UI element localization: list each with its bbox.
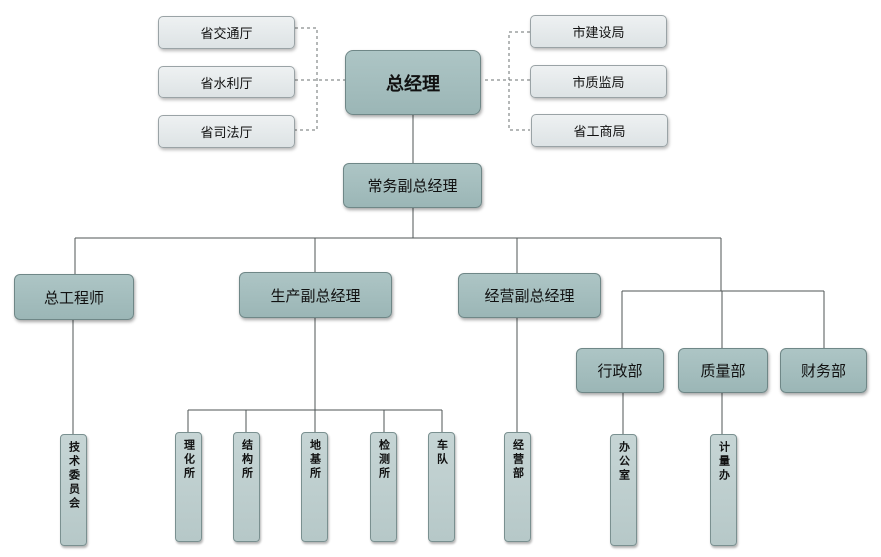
unit-physchem-institute[interactable]: 理化所 [175,432,202,542]
unit-label: 经营部 [511,439,525,481]
unit-label: 理化所 [182,439,196,481]
production-vp-label: 生产副总经理 [270,286,361,305]
unit-label: 车队 [435,439,449,467]
unit-label: 办公室 [617,441,631,483]
unit-foundation-institute[interactable]: 地基所 [301,432,328,542]
line-dept-bus [621,290,825,348]
unit-inspection-institute[interactable]: 检测所 [370,432,397,542]
gov-box-construction[interactable]: 市建设局 [530,15,667,48]
unit-business-dept[interactable]: 经营部 [504,432,531,542]
unit-metering-office[interactable]: 计量办 [710,434,737,546]
dept-label: 行政部 [597,362,643,380]
unit-label: 结构所 [240,439,254,481]
chief-engineer-box[interactable]: 总工程师 [14,274,134,320]
dept-admin-box[interactable]: 行政部 [576,348,664,393]
unit-office[interactable]: 办公室 [610,434,637,546]
executive-vp-label: 常务副总经理 [367,177,458,195]
business-vp-box[interactable]: 经营副总经理 [458,273,601,318]
gov-box-traffic[interactable]: 省交通厅 [158,16,295,49]
general-manager-label: 总经理 [386,73,440,95]
dashed-link-left [295,27,345,131]
unit-label: 技术委员会 [67,441,81,511]
unit-motor-team[interactable]: 车队 [428,432,455,542]
unit-structure-institute[interactable]: 结构所 [233,432,260,542]
gov-box-justice[interactable]: 省司法厅 [158,115,295,148]
gov-box-commerce[interactable]: 省工商局 [531,114,668,147]
dept-label: 财务部 [800,362,846,380]
dept-finance-box[interactable]: 财务部 [780,348,867,393]
gov-label: 市建设局 [572,26,625,41]
gov-label: 省司法厅 [200,126,253,141]
chief-engineer-label: 总工程师 [43,288,104,307]
gov-label: 省工商局 [573,125,626,140]
dept-label: 质量部 [700,362,746,380]
unit-tech-committee[interactable]: 技术委员会 [60,434,87,546]
production-vp-box[interactable]: 生产副总经理 [239,272,392,318]
line-production-to-units [187,318,443,432]
business-vp-label: 经营副总经理 [484,287,575,305]
dept-quality-box[interactable]: 质量部 [678,348,768,393]
gov-box-quality-supervision[interactable]: 市质监局 [530,65,667,98]
general-manager-box[interactable]: 总经理 [345,50,481,115]
unit-label: 地基所 [308,439,322,481]
gov-label: 省交通厅 [200,27,253,42]
gov-label: 市质监局 [572,76,625,91]
unit-label: 检测所 [377,439,391,481]
gov-label: 省水利厅 [200,76,253,92]
executive-vp-box[interactable]: 常务副总经理 [343,163,482,208]
unit-label: 计量办 [717,441,731,483]
gov-box-water[interactable]: 省水利厅 [158,66,295,98]
dashed-link-right [482,31,530,131]
